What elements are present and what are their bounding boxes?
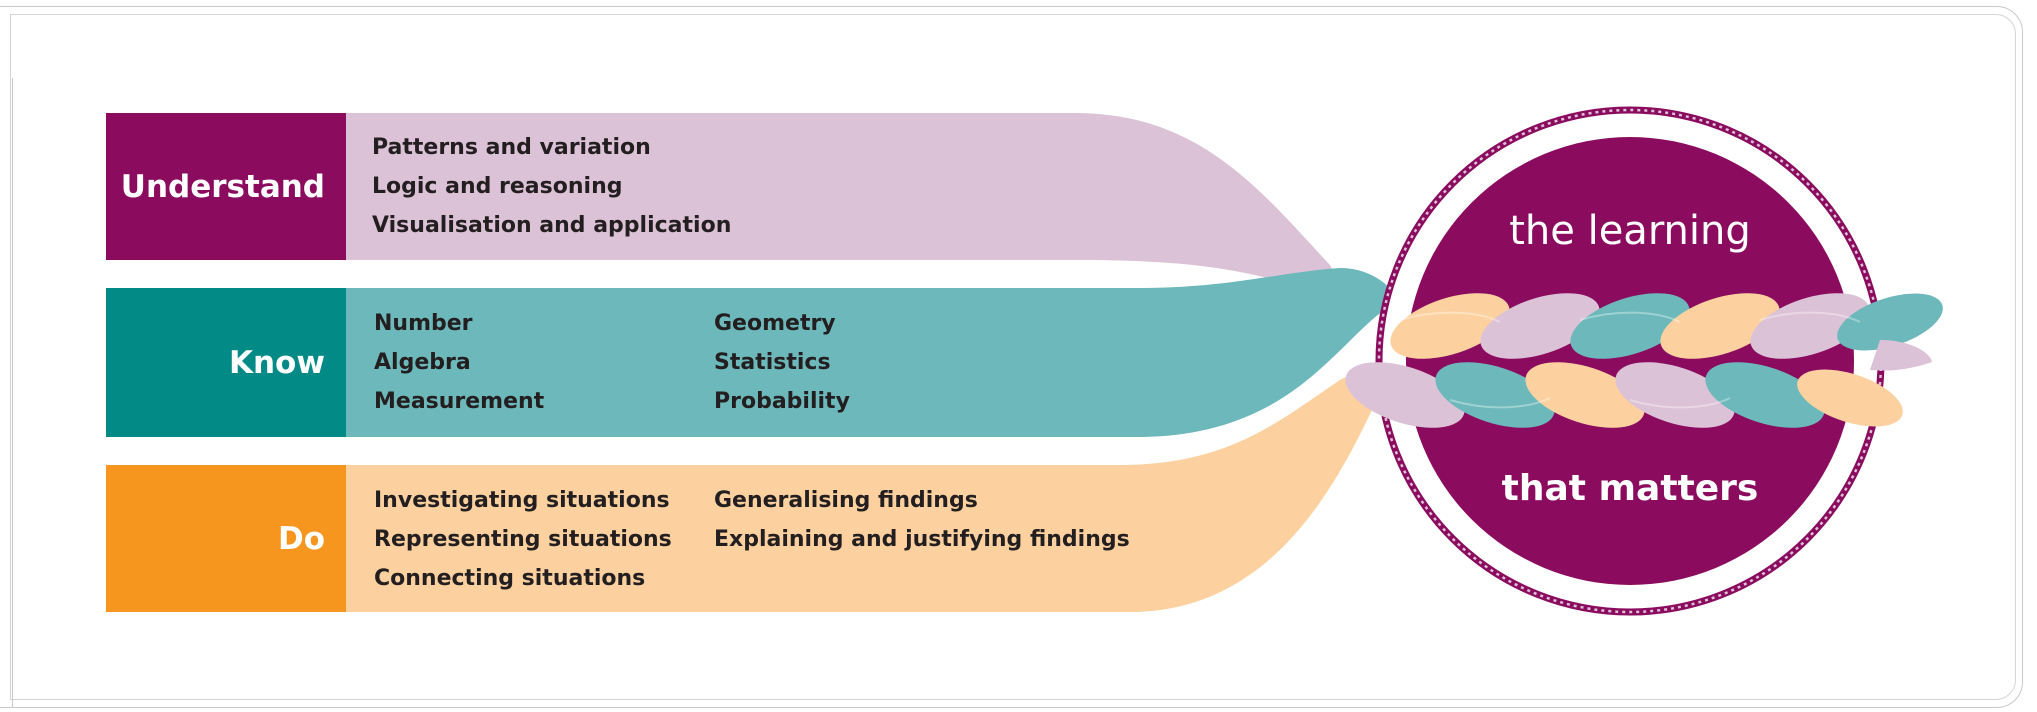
circle-bottom-text: that matters: [1501, 468, 1759, 509]
list-item: Representing situations: [374, 527, 672, 552]
list-item: Probability: [714, 389, 850, 414]
list-item: Algebra: [374, 350, 471, 375]
do-items-col1: Investigating situations Representing si…: [374, 481, 672, 598]
understand-label: Understand: [106, 113, 346, 260]
list-item: Generalising findings: [714, 488, 978, 513]
understand-strand-body: [340, 113, 1350, 305]
braid: [1345, 293, 1943, 428]
know-items-col2: Geometry Statistics Probability: [714, 304, 850, 421]
circle-disc: [1406, 137, 1854, 585]
do-label: Do: [106, 465, 346, 612]
frame-left-stub: [12, 78, 13, 708]
list-item: Investigating situations: [374, 488, 670, 513]
list-item: Measurement: [374, 389, 545, 414]
know-items-col1: Number Algebra Measurement: [374, 304, 544, 421]
circle-top-text: the learning: [1509, 208, 1751, 254]
list-item: Connecting situations: [374, 566, 646, 591]
list-item: Patterns and variation: [372, 135, 651, 160]
list-item: Statistics: [714, 350, 831, 375]
list-item: Explaining and justifying findings: [714, 527, 1130, 552]
do-items-col2: Generalising findings Explaining and jus…: [714, 481, 1130, 559]
frame-outer: [0, 6, 2023, 708]
understand-items: Patterns and variation Logic and reasoni…: [372, 128, 731, 245]
list-item: Visualisation and application: [372, 213, 732, 238]
list-item: Number: [374, 311, 473, 336]
list-item: Geometry: [714, 311, 836, 336]
frame-inner: [10, 14, 2016, 700]
know-strand-body: [340, 268, 1400, 438]
list-item: Logic and reasoning: [372, 174, 623, 199]
know-label: Know: [106, 288, 346, 437]
do-strand-body: [340, 350, 1400, 612]
